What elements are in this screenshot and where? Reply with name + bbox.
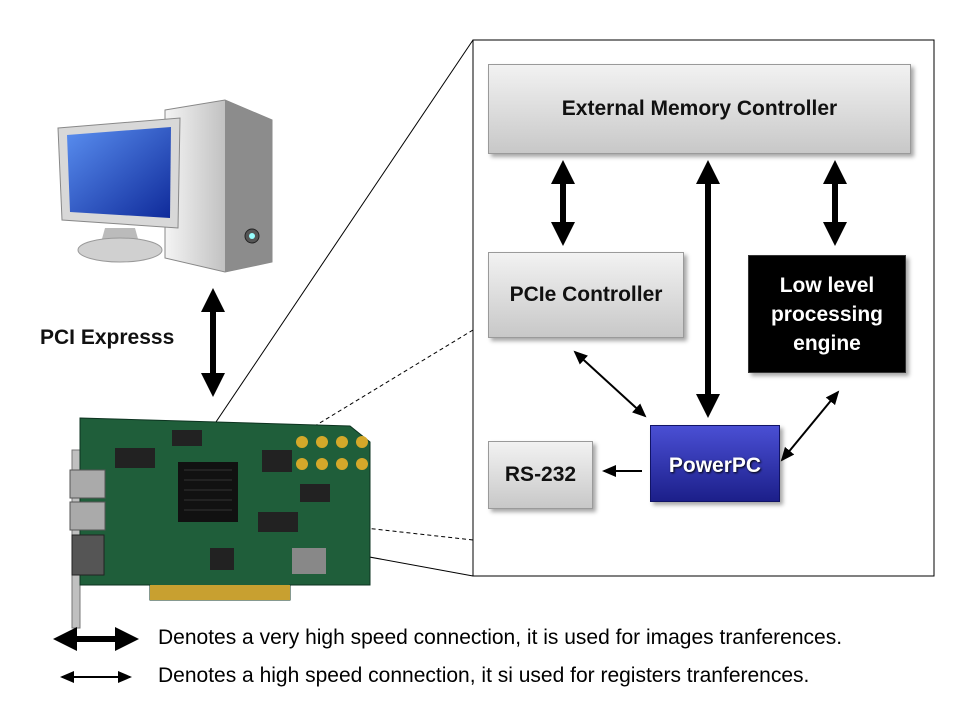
zoom-line-dashed-bottom	[364, 527, 474, 541]
computer-icon	[57, 99, 273, 273]
external-memory-controller-block: External Memory Controller	[488, 64, 911, 154]
powerpc-block: PowerPC	[650, 425, 780, 502]
pcie-board-illustration	[69, 417, 371, 629]
external-memory-controller-label: External Memory Controller	[561, 97, 838, 120]
arrow-pcie-powerpc	[573, 350, 647, 418]
rs232-label: RS-232	[504, 463, 577, 486]
detail-frame	[472, 39, 935, 577]
zoom-line-top	[184, 39, 474, 469]
processing-engine-block: Low level processing engine	[748, 255, 906, 373]
legend-very-high-text: Denotes a very high speed connection, it…	[158, 626, 843, 649]
pci-express-label: PCI Expresss	[40, 326, 175, 349]
legend-high-text: Denotes a high speed connection, it si u…	[158, 664, 810, 687]
arrow-engine-powerpc	[780, 390, 840, 462]
pcie-controller-label: PCIe Controller	[509, 283, 663, 306]
pcie-controller-block: PCIe Controller	[488, 252, 684, 338]
powerpc-label: PowerPC	[668, 454, 762, 477]
processing-engine-label: Low level processing engine	[770, 273, 884, 355]
rs232-block: RS-232	[488, 441, 593, 509]
